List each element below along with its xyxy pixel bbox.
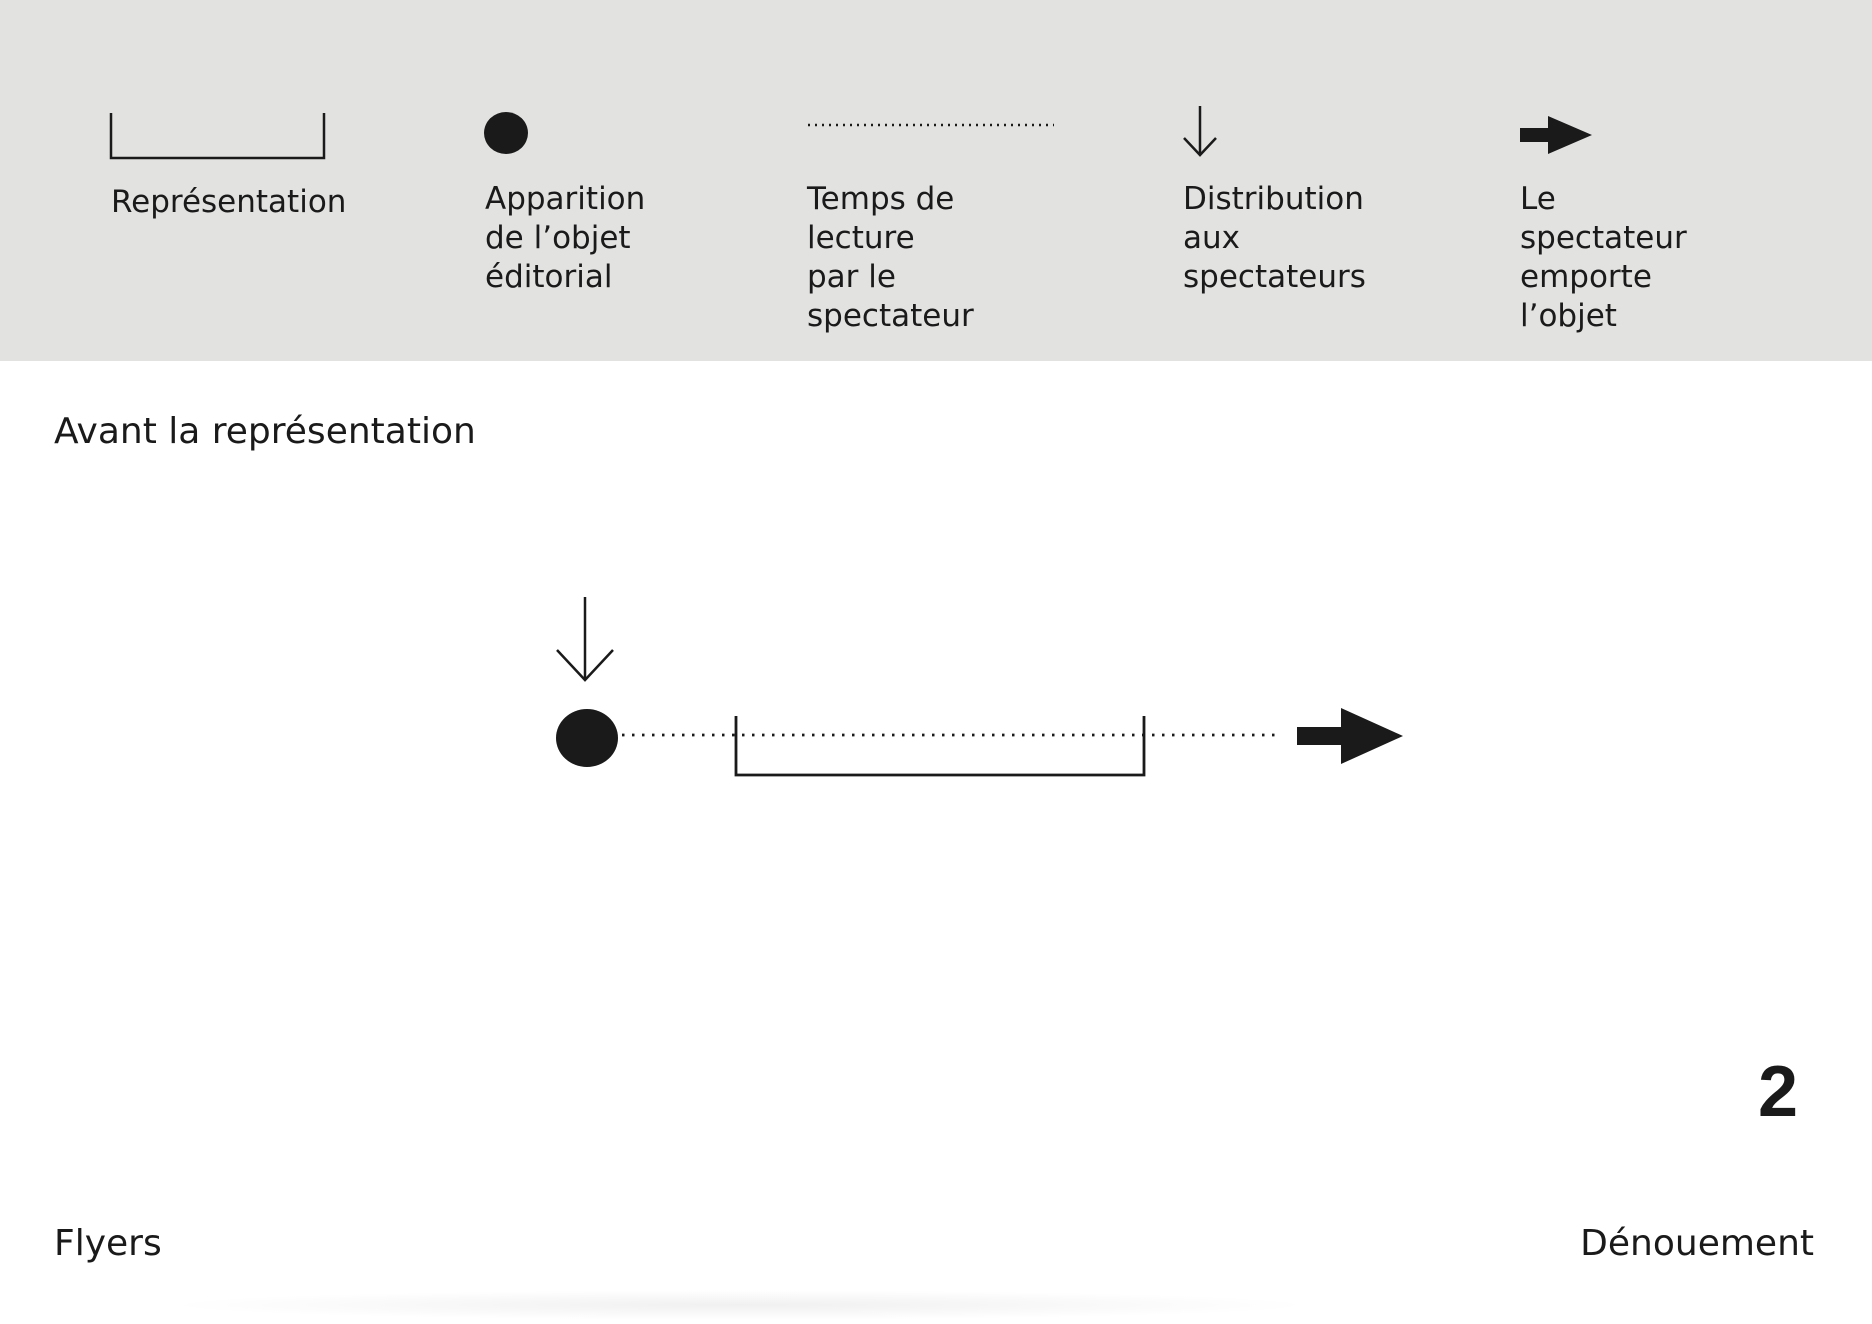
footer-right-label: Dénouement: [1580, 1223, 1814, 1264]
legend-panel: Représentation Apparition de l’objet édi…: [0, 0, 1872, 361]
legend-label-temps-de-lecture: Temps de lecture par le spectateur: [807, 181, 974, 334]
timeline-dot-icon: [556, 709, 618, 767]
right-arrow-icon: [1520, 116, 1592, 154]
diagram-title: Avant la représentation: [54, 411, 476, 452]
dot-icon: [484, 112, 528, 154]
timeline-down-arrow-icon: [556, 597, 614, 682]
timeline-bracket-icon: [734, 716, 1146, 777]
legend-label-spectateur-emporte: Le spectateur emporte l’objet: [1520, 181, 1687, 334]
legend-label-apparition: Apparition de l’objet éditorial: [485, 181, 646, 295]
down-arrow-icon: [1183, 106, 1217, 157]
bottom-shadow: [160, 1290, 1320, 1320]
bracket-icon: [109, 113, 326, 160]
legend-label-representation: Représentation: [111, 184, 347, 220]
page-number: 2: [1757, 1052, 1798, 1132]
legend-label-distribution: Distribution aux spectateurs: [1183, 181, 1366, 295]
footer-left-label: Flyers: [54, 1223, 162, 1264]
timeline-right-arrow-icon: [1297, 708, 1403, 764]
